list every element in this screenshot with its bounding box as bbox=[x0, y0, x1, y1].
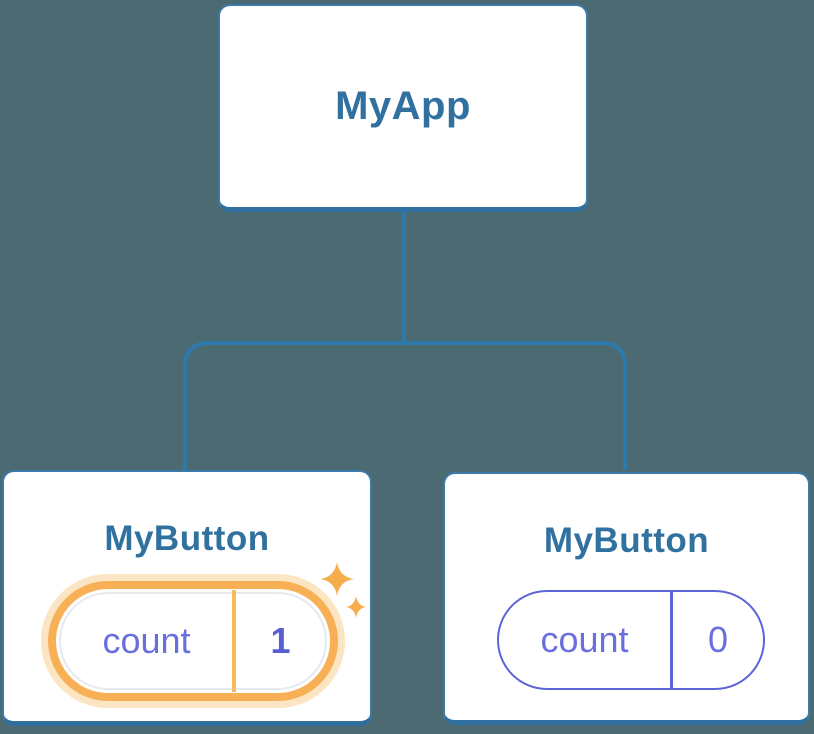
node-myapp-label: MyApp bbox=[335, 84, 471, 128]
node-mybutton-right: MyButton count 0 bbox=[443, 472, 810, 725]
node-mybutton-right-label: MyButton bbox=[543, 521, 710, 560]
state-key: count bbox=[540, 619, 629, 660]
node-mybutton-left-label: MyButton bbox=[104, 519, 270, 558]
state-pill: count 0 bbox=[497, 590, 765, 690]
pill-divider bbox=[232, 590, 236, 692]
node-myapp: MyApp bbox=[218, 4, 588, 212]
state-key: count bbox=[102, 620, 191, 661]
pill-divider bbox=[670, 591, 673, 689]
node-mybutton-left: MyButton count 1 bbox=[2, 470, 372, 726]
sparkles-icon bbox=[320, 562, 366, 618]
state-value: 1 bbox=[270, 620, 291, 661]
state-pill-highlighted: count 1 bbox=[59, 590, 327, 692]
state-value: 0 bbox=[707, 619, 729, 660]
connector-children-bracket bbox=[183, 341, 627, 470]
